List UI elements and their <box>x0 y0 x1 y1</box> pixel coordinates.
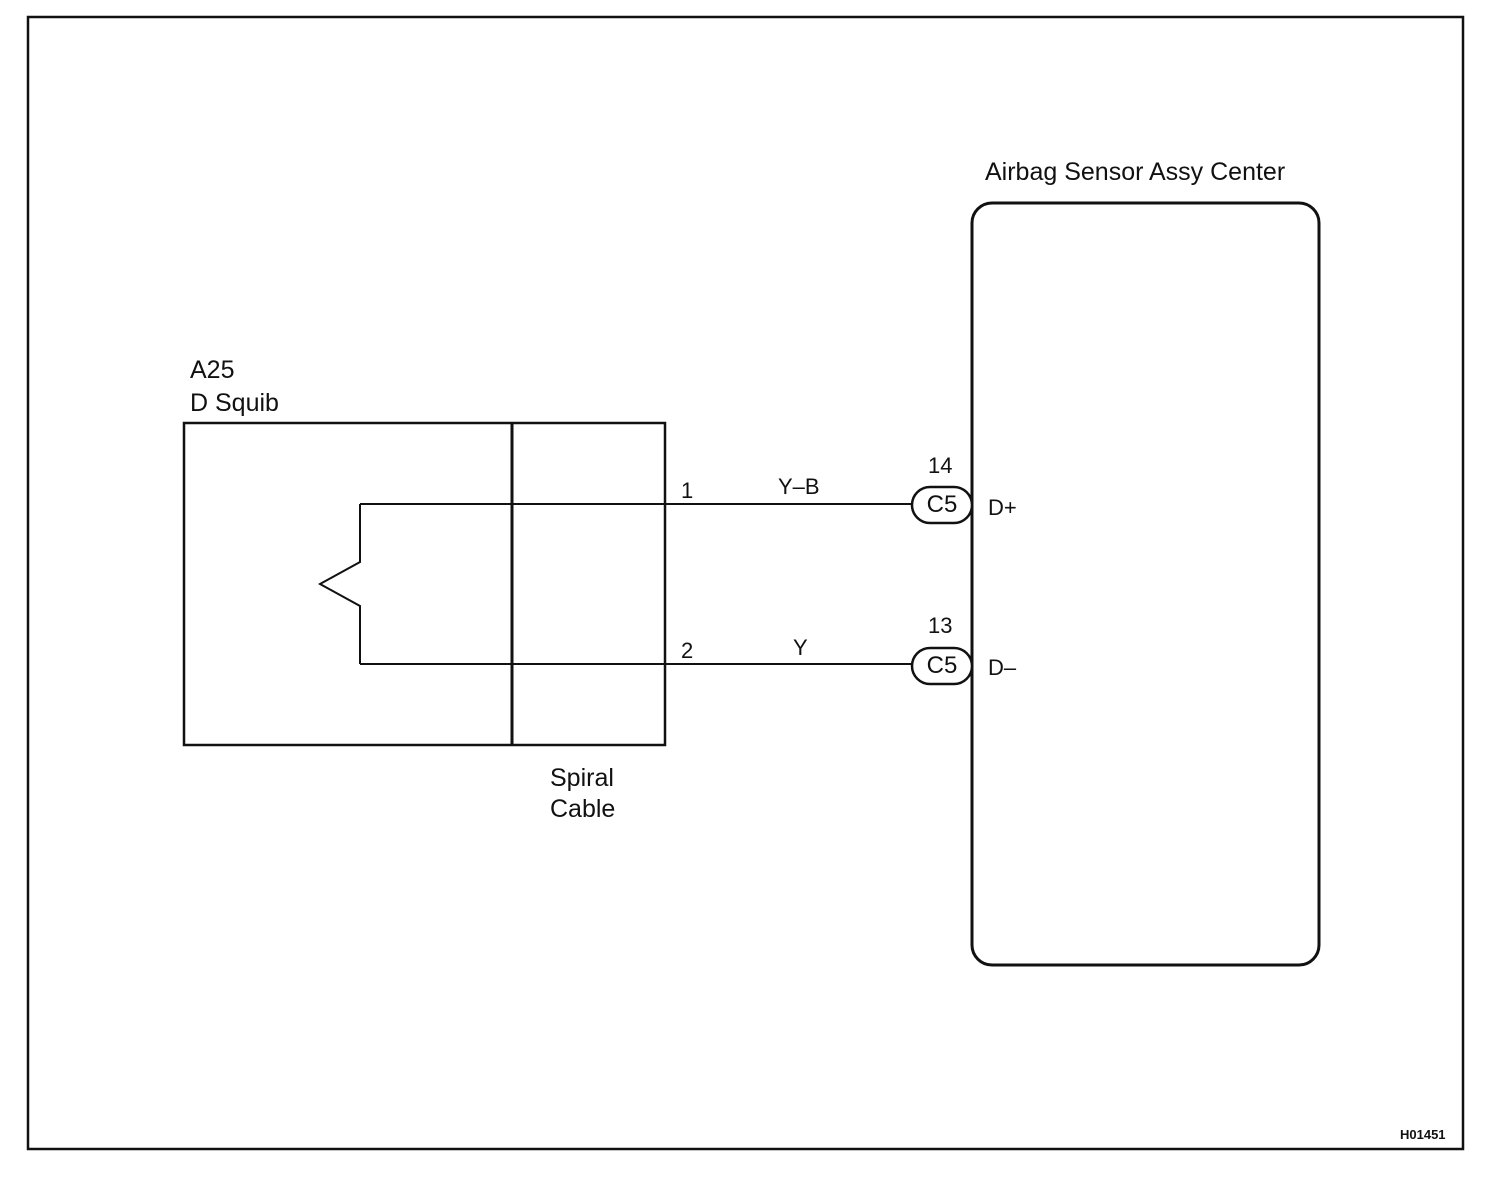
wire-1-connector-label: C5 <box>926 491 958 518</box>
ecu-name-label: Airbag Sensor Assy Center <box>985 158 1286 186</box>
wire-1-signal-label: D+ <box>988 495 1017 520</box>
squib-name-label: D Squib <box>190 389 279 417</box>
ecu-box <box>970 201 1321 967</box>
wire-1-terminal-label: 14 <box>928 453 953 478</box>
wire-2-pin-label: 2 <box>681 638 694 663</box>
squib-code-label: A25 <box>190 356 235 384</box>
diagram-frame <box>26 15 1465 1151</box>
wire-2-signal-label: D– <box>988 655 1017 680</box>
connector-c5-pin14 <box>910 485 974 525</box>
wire-1-pin-label: 1 <box>681 478 694 503</box>
wire-2-terminal-label: 13 <box>928 613 953 638</box>
wire-2-color-label: Y <box>793 635 808 660</box>
figure-code-label: H01451 <box>1400 1127 1446 1142</box>
wire-2-connector-label: C5 <box>926 652 958 679</box>
wire-1-color-label: Y–B <box>778 474 820 499</box>
squib-box <box>182 421 667 747</box>
connector-c5-pin13 <box>910 646 974 686</box>
squib-element <box>317 504 361 664</box>
spiral-cable-label-line1: Spiral <box>550 764 614 792</box>
spiral-cable-label-line2: Cable <box>550 795 616 823</box>
